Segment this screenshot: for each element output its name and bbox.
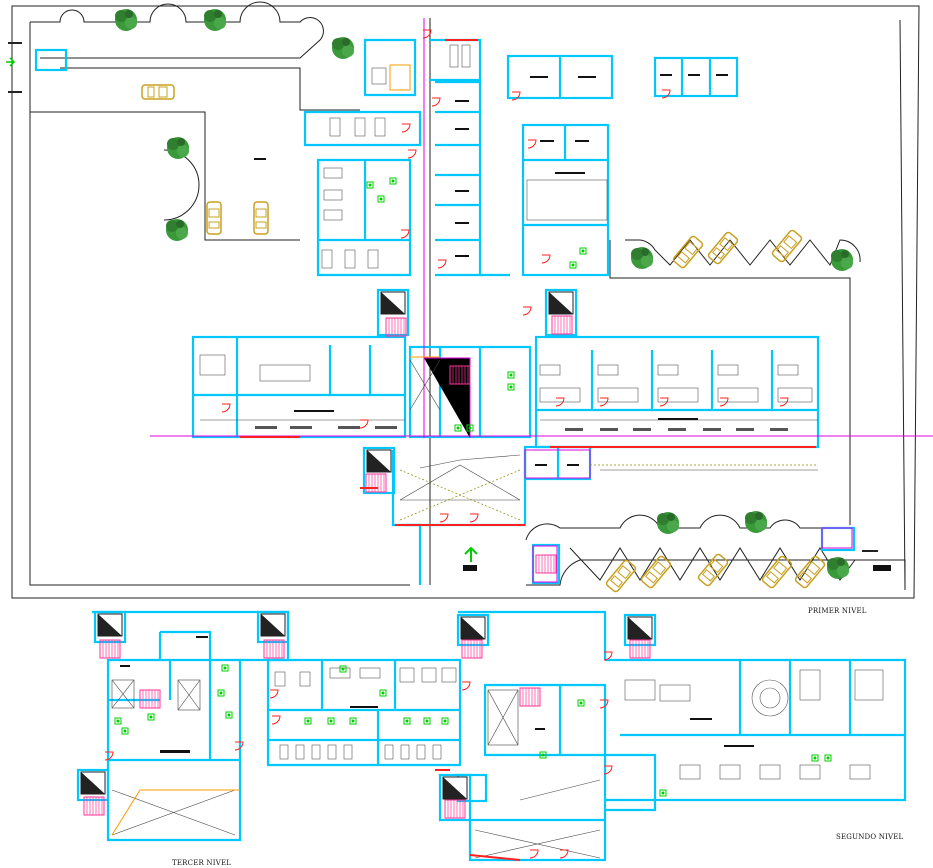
seating-rows — [255, 426, 788, 431]
axis-lines — [150, 18, 933, 583]
label-segundo-nivel: SEGUNDO NIVEL — [836, 833, 904, 841]
third-level-walls — [76, 610, 290, 842]
second-level-walls — [266, 610, 907, 862]
label-tercer-nivel: TERCER NIVEL — [172, 859, 232, 867]
furniture — [199, 44, 813, 403]
first-level-walls — [34, 38, 856, 585]
entry-arrow-icon — [6, 57, 16, 67]
label-primer-nivel: PRIMER NIVEL — [808, 607, 867, 615]
room-tags — [254, 74, 891, 571]
gate-marks — [8, 42, 22, 93]
interior-detail — [200, 359, 818, 501]
entry-arrow-icon — [464, 546, 478, 562]
